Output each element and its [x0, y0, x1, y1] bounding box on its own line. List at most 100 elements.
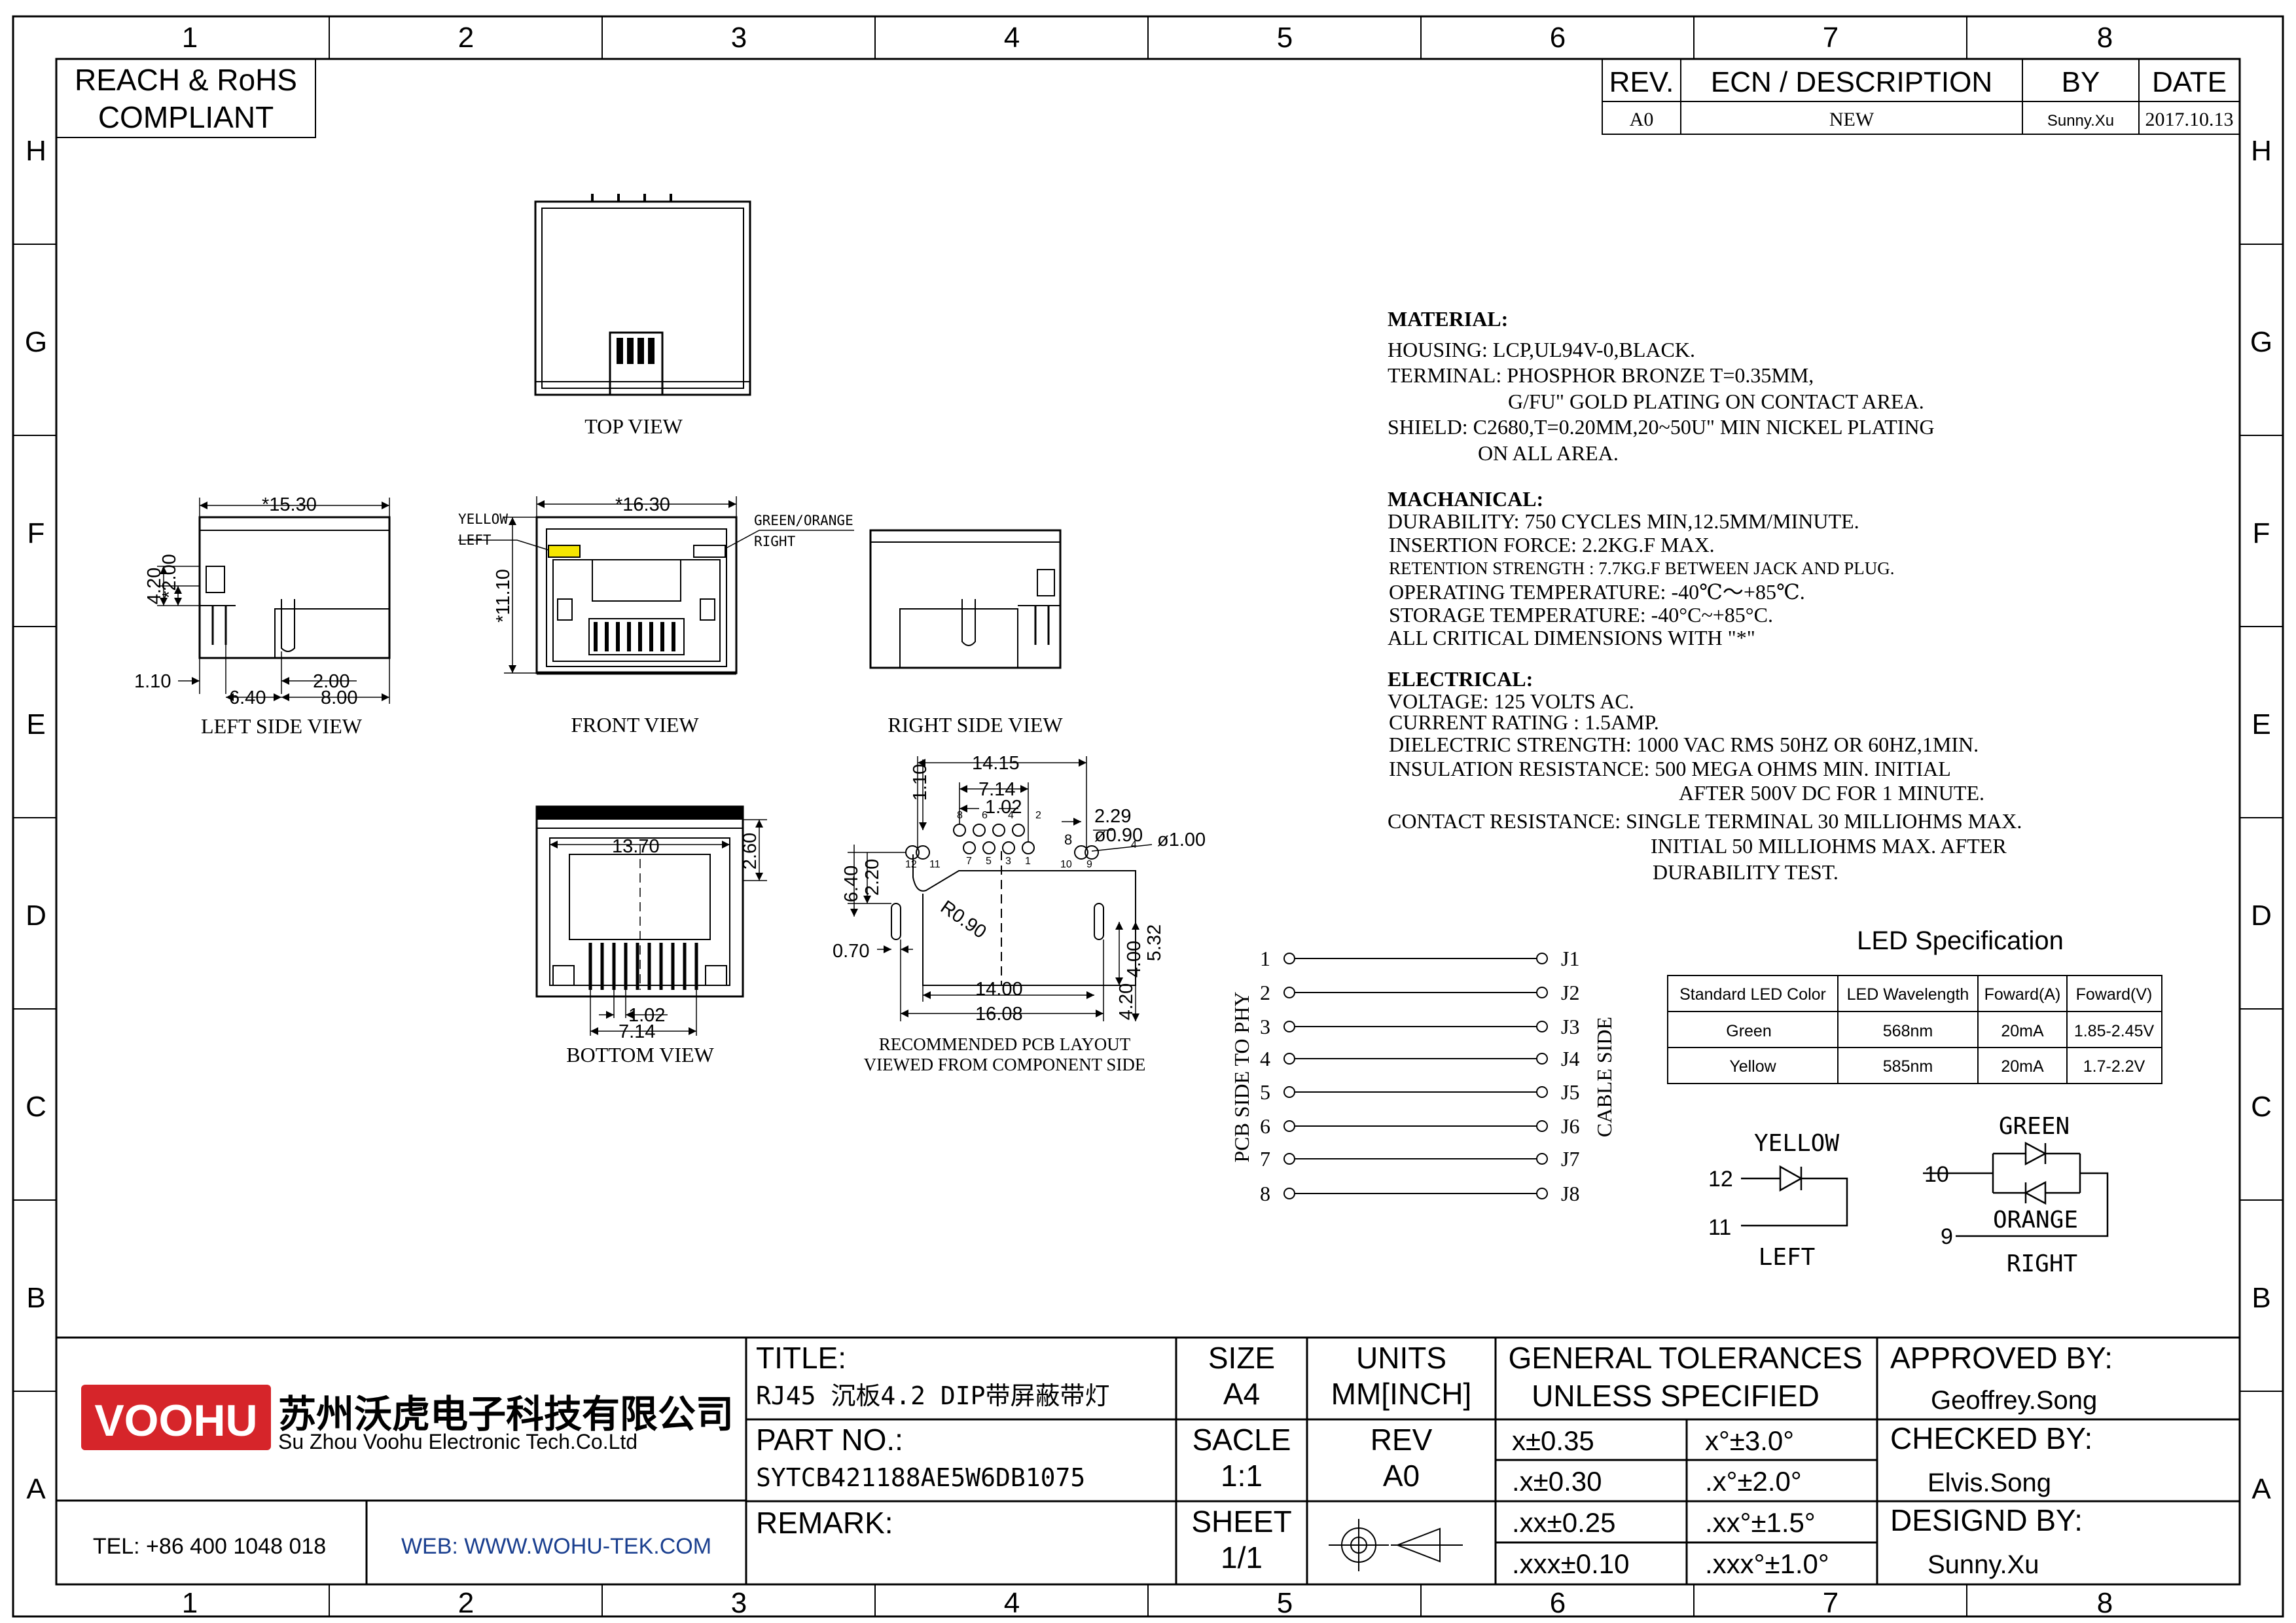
led-row-green-current: 20mA: [2001, 1022, 2044, 1040]
size-label: SIZE: [1208, 1341, 1275, 1375]
zone-row-f-left: F: [27, 517, 45, 549]
scale-value: 1:1: [1221, 1459, 1263, 1493]
pcb-pin-8: 8: [957, 810, 963, 821]
pcb-pin-2: 2: [1035, 810, 1041, 821]
company-name-cn: 苏州沃虎电子科技有限公司: [278, 1393, 734, 1436]
frame-zone-labels: 1 2 3 4 5 6 7 8 1 2 3 4 5 6 7 8 H G F E …: [25, 22, 2272, 1619]
compliance-line-2: COMPLIANT: [98, 100, 274, 134]
tol-angular-3: .xxx°±1.0°: [1705, 1548, 1829, 1579]
projection-symbol-icon: [1329, 1519, 1463, 1571]
elec-line-8: DURABILITY TEST.: [1653, 860, 1839, 884]
pcb-pin-7: 7: [966, 856, 972, 867]
schematic-pin-11: 11: [1708, 1215, 1731, 1240]
rev-value: A0: [1630, 109, 1654, 130]
right-side-view: [869, 529, 1062, 669]
rev-label: REV: [1371, 1423, 1433, 1457]
dim-pcb-p: 4.20: [1116, 983, 1137, 1020]
elec-line-7: INITIAL 50 MILLIOHMS MAX. AFTER: [1651, 834, 2007, 858]
approved-label: APPROVED BY:: [1890, 1341, 2113, 1375]
schematic-pin-9: 9: [1941, 1224, 1953, 1249]
part-no-value: SYTCB421188AE5W6DB1075: [756, 1463, 1085, 1492]
pcb-pin-1: 1: [1025, 856, 1031, 867]
zone-col-1-bottom: 1: [182, 1587, 198, 1619]
zone-row-e-left: E: [26, 708, 45, 740]
tolerance-title-1: GENERAL TOLERANCES: [1508, 1341, 1862, 1375]
led-spec-title: LED Specification: [1857, 926, 2064, 955]
zone-row-g-right: G: [2250, 326, 2272, 358]
left-side-dimensions: [157, 498, 390, 704]
company-name-en: Su Zhou Voohu Electronic Tech.Co.Ltd: [278, 1430, 637, 1453]
tol-angular-0: x°±3.0°: [1705, 1425, 1794, 1456]
zone-row-a-left: A: [26, 1473, 46, 1505]
notes-block: MATERIAL: HOUSING: LCP,UL94V-0,BLACK. TE…: [1388, 307, 2022, 884]
front-green-orange-label: GREEN/ORANGE: [754, 513, 853, 528]
title-label: TITLE:: [756, 1341, 846, 1375]
pin-5: 5: [1260, 1080, 1270, 1104]
schematic-right-label: RIGHT: [2007, 1250, 2077, 1277]
front-view: [535, 516, 738, 675]
title-value: RJ45 沉板4.2 DIP带屏蔽带灯: [756, 1381, 1110, 1410]
led-row-green-voltage: 1.85-2.45V: [2074, 1022, 2155, 1040]
tol-angular-1: .x°±2.0°: [1705, 1466, 1802, 1497]
dim-left-d2: 6.40: [229, 687, 266, 708]
front-dim-labels: *16.30 *11.10: [493, 494, 670, 623]
company-web: WEB: WWW.WOHU-TEK.COM: [401, 1534, 711, 1559]
pcb-pin-3: 3: [1005, 856, 1011, 867]
dim-pcb-a: 14.15: [972, 753, 1020, 774]
checked-label: CHECKED BY:: [1890, 1421, 2092, 1455]
bottom-dim-labels: 13.70 2.60 1.02 7.14: [612, 833, 761, 1042]
jack-j8: J8: [1561, 1182, 1579, 1205]
remark-label: REMARK:: [756, 1506, 893, 1540]
tolerance-title-2: UNLESS SPECIFIED: [1532, 1379, 1820, 1413]
front-yellow-label: YELLOW: [458, 511, 508, 527]
pin-4: 4: [1260, 1047, 1270, 1070]
pcb-layout: [891, 824, 1136, 986]
zone-row-a-right: A: [2251, 1473, 2271, 1505]
dim-pcb-m: 16.08: [975, 1004, 1023, 1025]
ecn-header: ECN / DESCRIPTION: [1711, 66, 1992, 98]
zone-col-7-top: 7: [1823, 22, 1839, 54]
led-spec-table: LED Specification Standard LED Color LED…: [1667, 926, 2162, 1084]
elec-line-3: DIELECTRIC STRENGTH: 1000 VAC RMS 50HZ O…: [1389, 733, 1979, 756]
dim-bottom-d1: 1.02: [628, 1005, 665, 1026]
schematic-green-label: GREEN: [1999, 1113, 2070, 1140]
led-row-green-color: Green: [1726, 1022, 1771, 1040]
pin-1: 1: [1260, 947, 1270, 970]
mech-title: MACHANICAL:: [1388, 487, 1543, 511]
pcb-label-line-2: VIEWED FROM COMPONENT SIDE: [864, 1055, 1146, 1074]
front-right-label: RIGHT: [754, 534, 796, 549]
zone-col-5-top: 5: [1277, 22, 1293, 54]
zone-col-3-top: 3: [731, 22, 747, 54]
bottom-view-label: BOTTOM VIEW: [566, 1043, 714, 1067]
pcb-pin-8-right: 8: [1064, 831, 1072, 848]
ecn-value: NEW: [1829, 109, 1874, 130]
dim-left-d3: 2.00: [313, 671, 350, 692]
pin-6: 6: [1260, 1114, 1270, 1138]
material-line-2: TERMINAL: PHOSPHOR BRONZE T=0.35MM,: [1388, 363, 1814, 387]
pin-7: 7: [1260, 1147, 1270, 1171]
zone-col-8-bottom: 8: [2097, 1587, 2113, 1619]
yellow-led-window: [548, 545, 581, 558]
dim-pcb-f: ø0.90: [1094, 825, 1143, 846]
zone-col-5-bottom: 5: [1277, 1587, 1293, 1619]
zone-row-g-left: G: [25, 326, 47, 358]
zone-col-2-bottom: 2: [458, 1587, 474, 1619]
pcb-pin-6: 6: [982, 810, 988, 821]
pcb-dim-labels: 14.15 7.14 1.02 1.10 2.29 ø0.90 ø1.00 6.…: [833, 753, 1206, 1025]
material-line-1: HOUSING: LCP,UL94V-0,BLACK.: [1388, 338, 1695, 361]
designed-label: DESIGND BY:: [1890, 1503, 2083, 1537]
left-side-view-label: LEFT SIDE VIEW: [201, 714, 363, 738]
dim-front-height: *11.10: [493, 569, 514, 623]
dim-pcb-b: 7.14: [978, 779, 1015, 800]
dim-pcb-n: 4.00: [1124, 941, 1145, 977]
led-header-forward-v: Foward(V): [2076, 985, 2153, 1004]
front-led-labels: YELLOW LEFT GREEN/ORANGE RIGHT: [458, 511, 853, 549]
zone-col-4-top: 4: [1004, 22, 1020, 54]
bottom-dimensions: [550, 819, 767, 1036]
revision-block: REV. ECN / DESCRIPTION BY DATE A0 NEW Su…: [1602, 58, 2240, 135]
pcb-pin-10: 10: [1060, 859, 1072, 870]
checked-value: Elvis.Song: [1928, 1468, 2051, 1497]
zone-row-c-right: C: [2251, 1091, 2272, 1123]
dim-pcb-i: 2.20: [862, 859, 883, 896]
date-value: 2017.10.13: [2145, 109, 2234, 130]
